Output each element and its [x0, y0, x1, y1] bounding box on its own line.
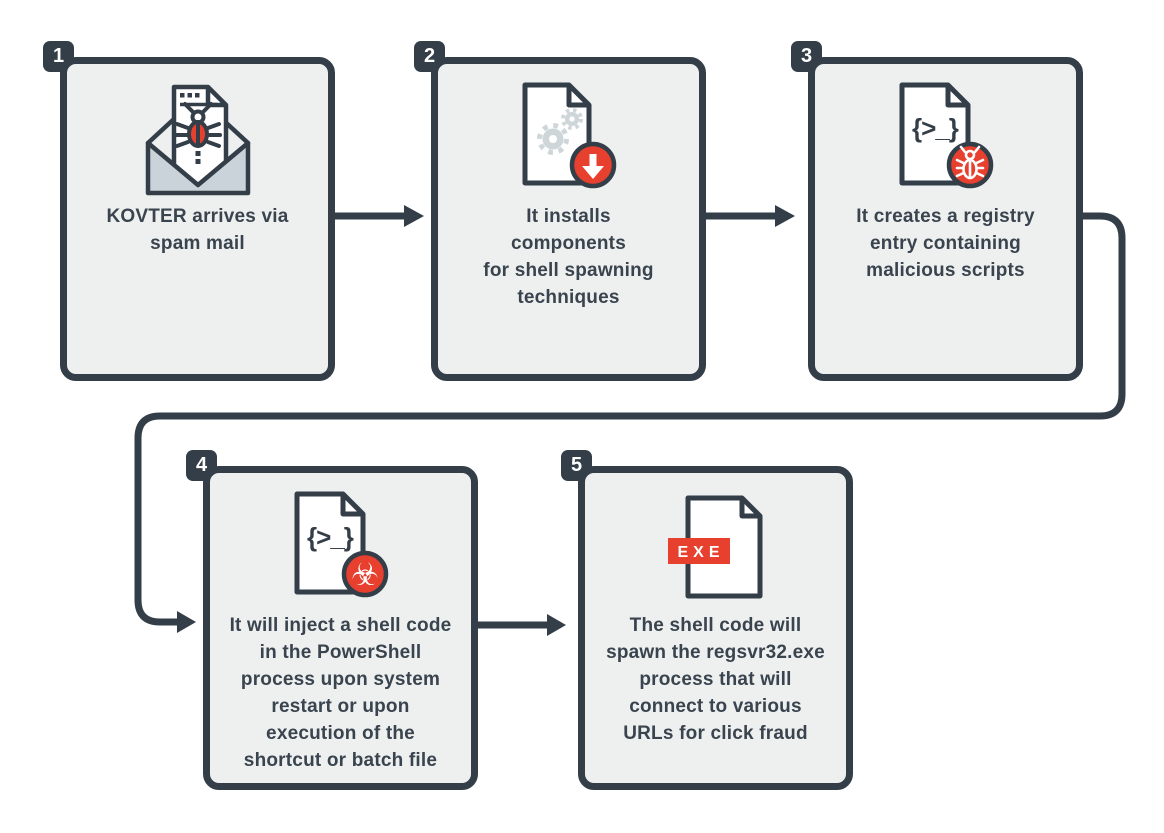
step-5-number: 5: [570, 454, 583, 476]
download-arrow-glyph: [581, 154, 604, 179]
step-3-caption: It creates a registry entry containing m…: [856, 206, 1035, 281]
arrowhead-3-4: [177, 611, 196, 633]
step-2-number: 2: [423, 45, 436, 67]
step-1-number: 1: [52, 45, 65, 67]
file-code-biohazard-icon: {>_} ☣: [294, 491, 388, 598]
code-glyph-text: {>_}: [307, 522, 354, 552]
bug-badge-glyph: [955, 145, 984, 180]
gears-glyph: [536, 108, 583, 155]
step-3-number: 3: [800, 45, 813, 67]
arrowhead-4-5: [547, 614, 566, 636]
step-box-3: {>_} It creates a registry entry contain…: [808, 57, 1083, 381]
biohazard-glyph-text: ☣: [351, 557, 379, 593]
file-exe-icon: EXE: [667, 495, 762, 599]
step-4-number: 4: [195, 454, 208, 476]
step-1-caption: KOVTER arrives via spam mail: [106, 206, 289, 254]
exe-badge: [667, 538, 730, 564]
arrow-3-4: [134, 212, 1126, 626]
step-box-4: {>_} ☣ It will inject a shell code in th…: [203, 466, 478, 790]
code-glyph-text: {>_}: [912, 113, 959, 143]
arrowhead-2-3: [775, 205, 795, 227]
exe-label-text: EXE: [677, 544, 724, 561]
step-box-1: KOVTER arrives via spam mail: [60, 57, 335, 381]
file-code-bug-icon: {>_}: [899, 82, 993, 189]
arrowhead-1-2: [404, 205, 424, 227]
file-download-gears-icon: [522, 82, 616, 189]
step-5-caption: The shell code will spawn the regsvr32.e…: [606, 615, 825, 744]
bug-glyph: [173, 102, 222, 148]
step-box-2: It installs components for shell spawnin…: [431, 57, 706, 381]
mail-bug-icon: [145, 84, 250, 196]
step-2-caption: It installs components for shell spawnin…: [483, 206, 654, 308]
step-2-badge: 2: [414, 41, 445, 72]
paper-text-dots: [179, 93, 199, 98]
step-4-caption: It will inject a shell code in the Power…: [229, 615, 452, 771]
step-box-5: EXE The shell code will spawn the regsvr…: [578, 466, 853, 790]
